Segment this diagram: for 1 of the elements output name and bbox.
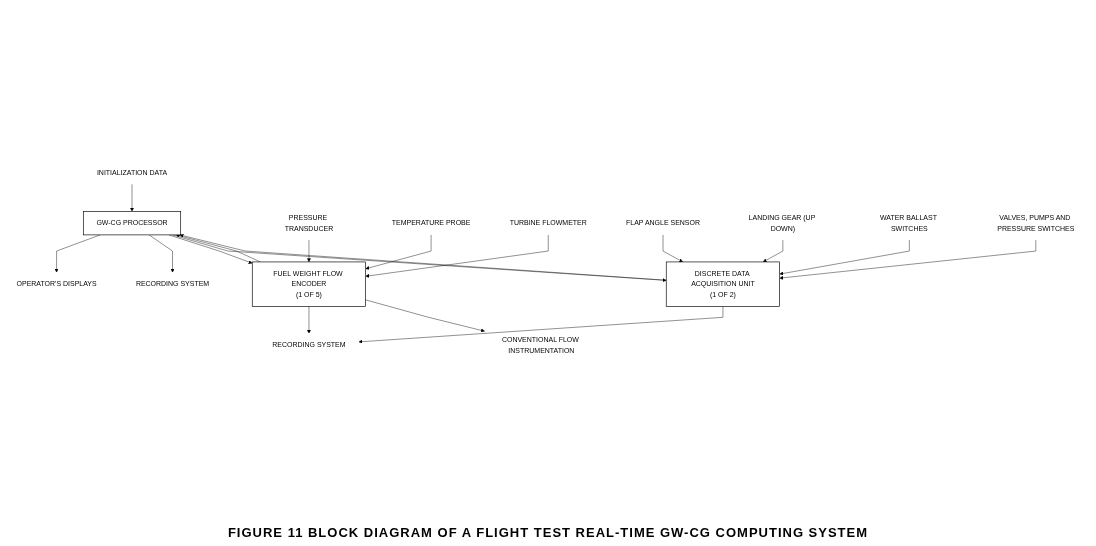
figure-caption: FIGURE 11 BLOCK DIAGRAM OF A FLIGHT TEST REAL-TIME GW-CG COMPUTING SYSTEM [227,524,869,542]
